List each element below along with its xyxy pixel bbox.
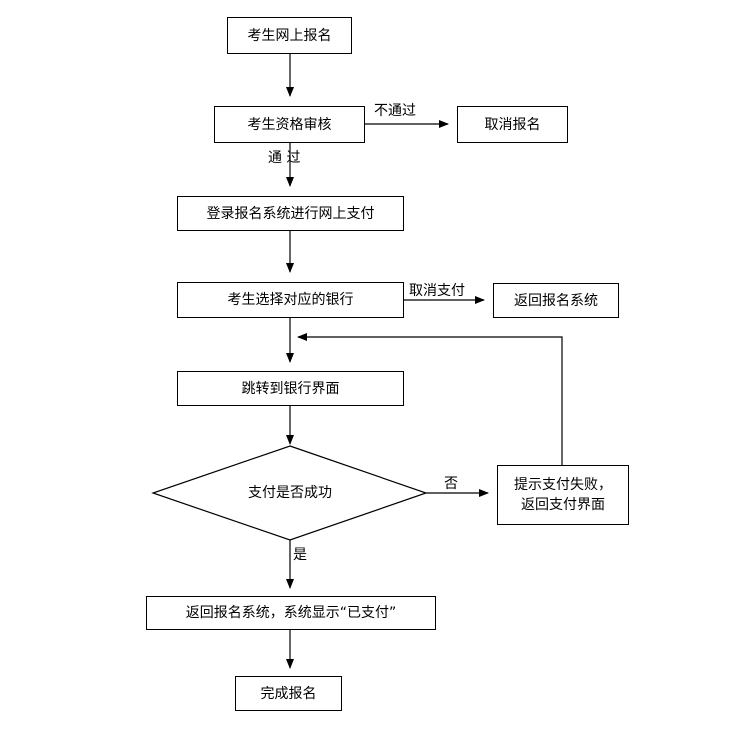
arrow-failed-loop-back bbox=[297, 333, 563, 466]
node-login-pay-online: 登录报名系统进行网上支付 bbox=[177, 196, 404, 231]
node-login-pay-online-label: 登录报名系统进行网上支付 bbox=[206, 205, 375, 222]
node-payment-failed-line2: 返回支付界面 bbox=[521, 497, 605, 513]
node-complete-registration: 完成报名 bbox=[235, 676, 342, 711]
node-payment-success-check-label: 支付是否成功 bbox=[248, 485, 332, 501]
node-return-show-paid: 返回报名系统，系统显示“已支付” bbox=[146, 596, 436, 630]
edge-label-yes: 是 bbox=[293, 547, 307, 563]
edge-label-passed: 通 过 bbox=[268, 150, 301, 166]
node-register-online: 考生网上报名 bbox=[227, 17, 352, 54]
node-cancel-registration: 取消报名 bbox=[457, 106, 568, 143]
node-register-online-label: 考生网上报名 bbox=[247, 27, 332, 44]
node-jump-to-bank: 跳转到银行界面 bbox=[177, 371, 404, 406]
node-return-registration-system: 返回报名系统 bbox=[493, 283, 619, 318]
edge-label-not-passed: 不通过 bbox=[374, 103, 416, 119]
node-cancel-registration-label: 取消报名 bbox=[484, 116, 541, 133]
node-jump-to-bank-label: 跳转到银行界面 bbox=[241, 380, 340, 397]
decision-diamond bbox=[151, 445, 428, 541]
node-payment-failed: 提示支付失败， 返回支付界面 bbox=[497, 465, 629, 525]
node-return-registration-system-label: 返回报名系统 bbox=[514, 292, 598, 309]
node-qualification-review: 考生资格审核 bbox=[214, 106, 365, 143]
node-qualification-review-label: 考生资格审核 bbox=[247, 116, 332, 133]
node-choose-bank: 考生选择对应的银行 bbox=[177, 282, 404, 318]
edge-label-no: 否 bbox=[444, 476, 458, 492]
node-complete-registration-label: 完成报名 bbox=[260, 685, 317, 702]
node-payment-failed-line1: 提示支付失败， bbox=[514, 477, 612, 493]
node-choose-bank-label: 考生选择对应的银行 bbox=[227, 292, 354, 308]
node-return-show-paid-label: 返回报名系统，系统显示“已支付” bbox=[185, 605, 397, 621]
edge-label-cancel-payment: 取消支付 bbox=[409, 283, 465, 299]
